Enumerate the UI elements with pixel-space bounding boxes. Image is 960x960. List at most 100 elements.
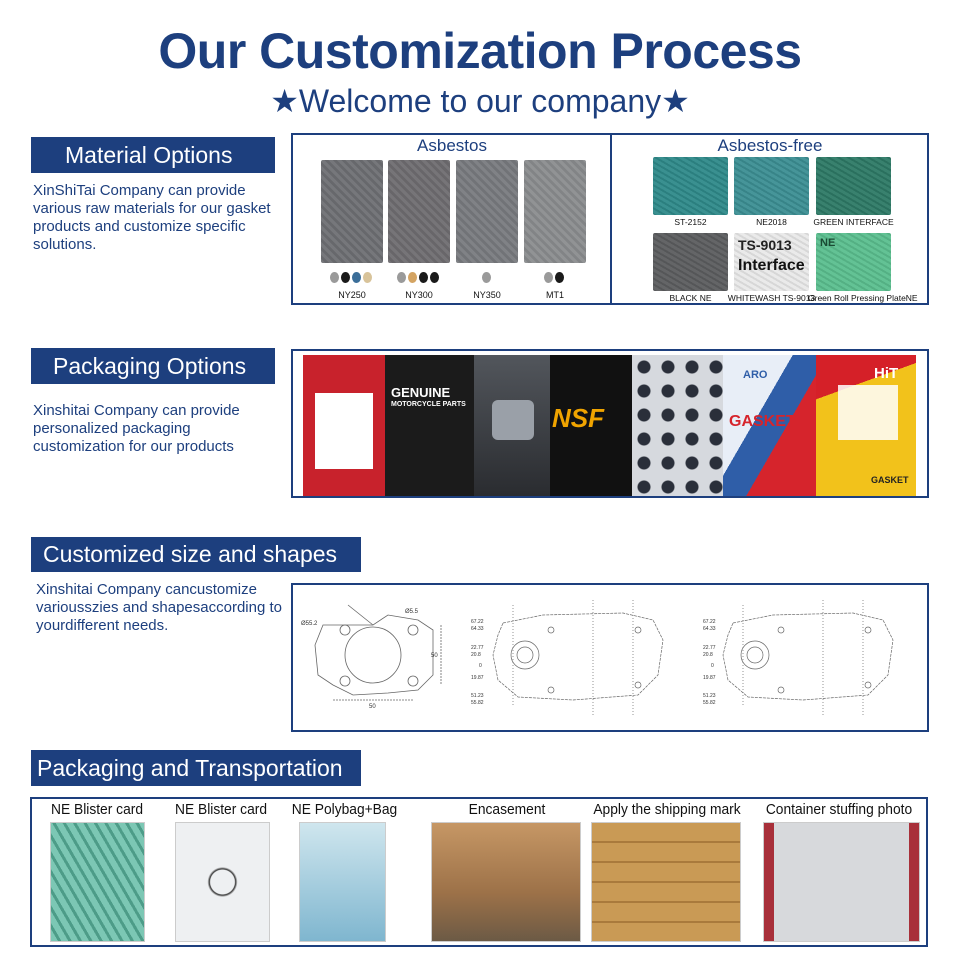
transport-label-text: Packaging and Transportation — [37, 754, 343, 781]
asbestos-free-caption: GREEN INTERFACE — [813, 217, 894, 227]
color-dot — [419, 272, 428, 283]
color-dot — [397, 272, 406, 283]
drawing-2 — [492, 600, 664, 715]
packaging-text: NSF — [552, 403, 604, 433]
drawings-panel: Ø55.2 Ø5.5 50 50 67.22 64.33 22.77 20.8 … — [291, 583, 929, 732]
panel-divider — [610, 135, 612, 303]
packaging-options-label-text: Packaging Options — [53, 352, 247, 379]
d3-l0: 67.22 — [703, 619, 716, 625]
asbestos-caption: MT1 — [546, 290, 564, 300]
asbestos-caption: NY300 — [405, 290, 433, 300]
material-panel: Asbestos Asbestos-free NY250 NY300 NY350 MT… — [291, 133, 929, 305]
packaging-options-label: Packaging Options — [31, 348, 275, 384]
asbestos-swatch-ny250 — [321, 160, 383, 263]
d2-l5: 19.87 — [471, 675, 484, 681]
customized-label: Customized size and shapes — [31, 537, 361, 572]
packaging-red-white-card — [303, 355, 385, 496]
packaging-gasket-card: GASKET ARO — [723, 355, 816, 496]
drawing1-label-width: 50 — [369, 704, 376, 710]
drawing1-label-diameter: Ø55.2 — [301, 621, 318, 627]
drawing1-label-hole: Ø5.5 — [405, 609, 419, 615]
transport-caption: NE Blister card — [174, 801, 268, 818]
packaging-text: HiT — [874, 365, 899, 382]
d3-l1: 64.33 — [703, 626, 716, 632]
transport-label: Packaging and Transportation — [31, 750, 361, 786]
packaging-text: GENUINE — [391, 385, 451, 400]
transport-photo — [299, 822, 386, 942]
asbestos-title: Asbestos — [417, 136, 487, 155]
packaging-nsf-card: NSF — [550, 355, 632, 496]
asbestos-free-caption: ST-2152 — [674, 217, 707, 227]
color-dot — [544, 272, 553, 283]
color-dot — [352, 272, 361, 283]
transport-photo — [50, 822, 145, 942]
color-dot — [330, 272, 339, 283]
d3-l6: 51.23 — [703, 693, 716, 699]
asbestos-free-caption: Green Roll Pressing PlateNE — [808, 293, 918, 303]
color-dot — [341, 272, 350, 283]
packaging-subtext: ARO — [743, 369, 768, 381]
packaging-engine-photo-card — [474, 355, 550, 496]
asbestos-free-caption: BLACK NE — [669, 293, 712, 303]
d3-l4: 0 — [711, 663, 714, 669]
d3-l3: 20.8 — [703, 652, 713, 658]
transport-photo — [591, 822, 741, 942]
material-description: XinShiTai Company can provide various ra… — [33, 182, 271, 253]
transport-caption: NE Blister card — [50, 801, 144, 818]
color-dot — [555, 272, 564, 283]
asbestos-caption: NY350 — [473, 290, 501, 300]
asbestos-swatch-ny350 — [456, 160, 518, 263]
asbestos-caption: NY250 — [338, 290, 366, 300]
packaging-logo-pattern-card — [632, 355, 723, 496]
page-subtitle: ★Welcome to our company★ — [270, 83, 690, 119]
customized-description: Xinshitai Company cancustomize varioussz… — [36, 581, 282, 634]
packaging-subtext: GASKET — [871, 475, 909, 485]
asbestos-free-title: Asbestos-free — [717, 136, 823, 155]
transport-caption: Encasement — [468, 801, 546, 818]
asbestos-swatch-ny300 — [388, 160, 450, 263]
asbestos-free-swatch — [653, 157, 728, 215]
transport-photo — [175, 822, 270, 942]
transport-photo — [763, 822, 920, 942]
transport-caption: Container stuffing photo — [765, 801, 913, 818]
drawing-3 — [722, 600, 894, 715]
color-dot — [430, 272, 439, 283]
technical-drawings: Ø55.2 Ø5.5 50 50 67.22 64.33 22.77 20.8 … — [301, 600, 894, 715]
transport-caption: NE Polybag+Bag — [291, 801, 398, 818]
drawing-1 — [314, 604, 442, 701]
d3-l7: 55.82 — [703, 700, 716, 706]
d3-l2: 22.77 — [703, 645, 716, 651]
d2-l6: 51.23 — [471, 693, 484, 699]
color-dot — [408, 272, 417, 283]
packaging-description: Xinshitai Company can provide personaliz… — [33, 402, 240, 455]
swatch-stamp: TS-9013 — [738, 237, 792, 253]
swatch-stamp-secondary: Interface — [738, 257, 805, 274]
engine-image — [492, 400, 534, 440]
asbestos-free-caption: WHITEWASH TS-9013 — [727, 293, 816, 303]
d2-l7: 55.82 — [471, 700, 484, 706]
asbestos-free-swatch: NE — [816, 233, 891, 291]
asbestos-swatch-mt1 — [524, 160, 586, 263]
d2-l0: 67.22 — [471, 619, 484, 625]
asbestos-free-swatch — [816, 157, 891, 215]
card-window — [838, 385, 898, 440]
drawing1-label-height: 50 — [431, 653, 438, 659]
swatch-stamp: NE — [820, 237, 836, 249]
packaging-text: GASKET — [729, 413, 796, 430]
asbestos-free-swatch — [734, 157, 809, 215]
packaging-subtext: MOTORCYCLE PARTS — [391, 401, 466, 408]
transport-caption: Apply the shipping mark — [593, 801, 741, 818]
customized-label-text: Customized size and shapes — [43, 541, 338, 567]
d3-l5: 19.87 — [703, 675, 716, 681]
d2-l4: 0 — [479, 663, 482, 669]
d2-l2: 22.77 — [471, 645, 484, 651]
transport-panel: NE Blister card NE Blister card NE Polybag… — [30, 797, 928, 947]
d2-l1: 64.33 — [471, 626, 484, 632]
material-options-label: Material Options — [31, 137, 275, 173]
packaging-hit-card: HiT GASKET — [816, 355, 916, 496]
card-window — [315, 393, 373, 469]
d2-l3: 20.8 — [471, 652, 481, 658]
